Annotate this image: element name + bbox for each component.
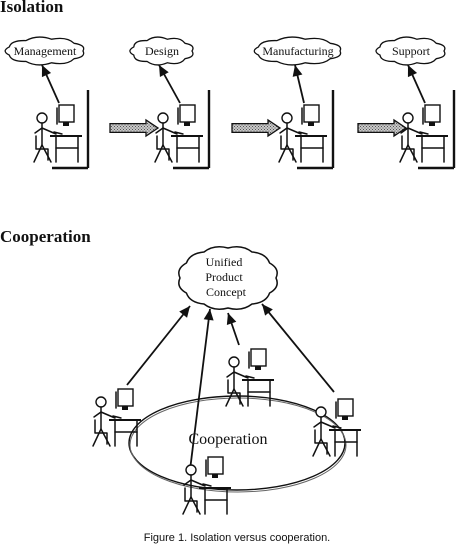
cloud-support: Support (375, 36, 446, 66)
workstation-left (92, 388, 141, 447)
concept-line-3: Concept (206, 285, 247, 299)
unified-product-concept-cloud: Unified Product Concept (178, 246, 278, 310)
workstation-back (225, 348, 274, 407)
workstation-right (312, 398, 361, 457)
cooperation-workstations (92, 348, 361, 515)
cooperation-arrows (126, 303, 335, 471)
cloud-label-manufacturing: Manufacturing (262, 44, 333, 58)
flow-arrow-2 (231, 118, 282, 138)
workstation-management (33, 90, 90, 170)
cloud-manufacturing: Manufacturing (253, 36, 342, 66)
cloud-management: Management (4, 36, 85, 66)
cloud-design: Design (129, 36, 194, 66)
arrow-to-design (158, 64, 181, 104)
cooperation-ellipse: Cooperation (128, 395, 347, 493)
arrow-front-worker (189, 308, 214, 471)
isolation-heading: Isolation (0, 0, 64, 16)
arrow-to-manufacturing (292, 64, 305, 104)
isolation-workstations (33, 90, 456, 170)
flow-arrow-1 (109, 118, 160, 138)
isolation-flow-arrows (109, 118, 408, 138)
cooperation-heading: Cooperation (0, 227, 91, 246)
arrow-right-worker (261, 303, 335, 393)
workstation-manufacturing (278, 90, 335, 170)
figure-caption: Figure 1. Isolation versus cooperation. (144, 532, 331, 544)
concept-line-1: Unified (206, 255, 243, 269)
workstation-design (154, 90, 211, 170)
concept-line-2: Product (205, 270, 243, 284)
arrow-to-support (407, 64, 426, 104)
arrow-back-worker (226, 312, 240, 346)
workstation-front (182, 456, 231, 515)
isolation-cloud-arrows (41, 64, 426, 104)
cloud-label-design: Design (145, 44, 179, 58)
flow-arrow-3 (357, 118, 408, 138)
cloud-label-management: Management (14, 44, 77, 58)
workstation-support (399, 90, 456, 170)
cooperation-ellipse-label: Cooperation (188, 431, 267, 448)
arrow-left-worker (126, 305, 191, 386)
isolation-clouds: Management Design Manufacturing Support (4, 36, 446, 66)
arrow-to-management (41, 64, 60, 104)
cloud-label-support: Support (392, 44, 431, 58)
